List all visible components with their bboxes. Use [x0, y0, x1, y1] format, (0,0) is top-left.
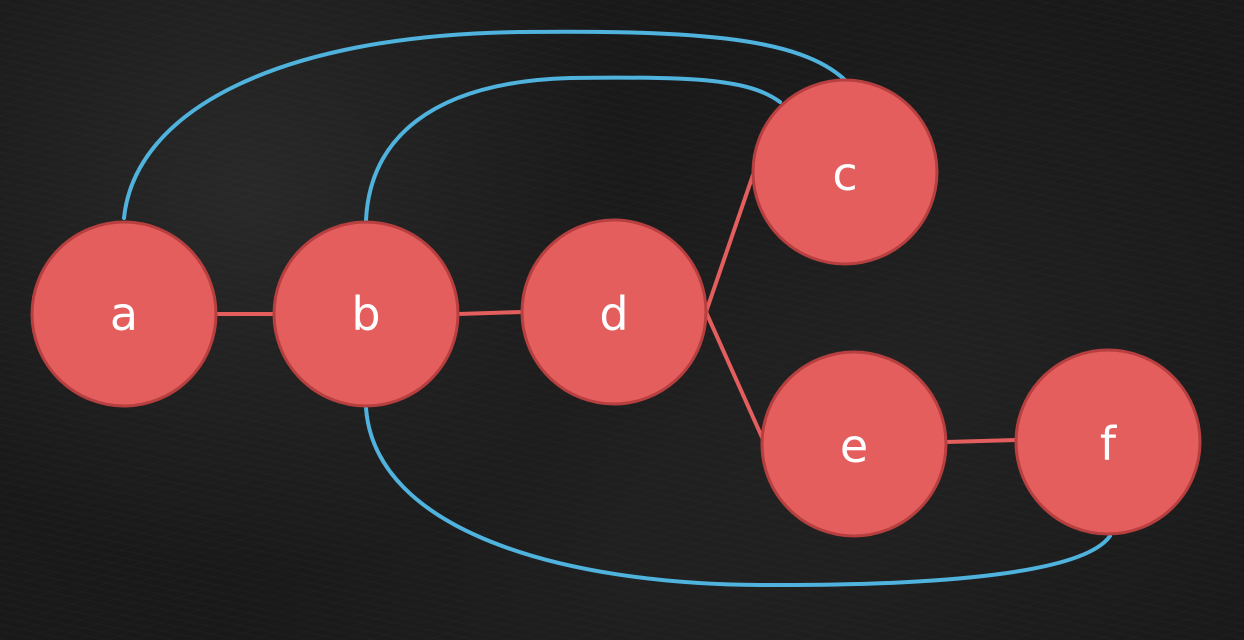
- node-b: b: [272, 220, 460, 408]
- node-c: c: [751, 78, 939, 266]
- node-f: f: [1014, 348, 1202, 536]
- node-d: d: [520, 218, 708, 406]
- node-c-circle: [751, 78, 939, 266]
- tree-edges-group: [214, 170, 1018, 446]
- edge-b-f: [364, 406, 1112, 588]
- node-e: e: [760, 350, 948, 538]
- node-b-label: b: [351, 287, 380, 341]
- edge-b-c: [364, 75, 782, 222]
- edge-b-d: [456, 310, 524, 316]
- edge-d-e: [704, 310, 767, 446]
- node-a: a: [30, 220, 218, 408]
- node-c-label: c: [832, 147, 857, 201]
- node-f-circle: [1014, 348, 1202, 536]
- edge-d-c: [704, 170, 756, 314]
- node-d-label: d: [599, 287, 628, 341]
- node-e-label: e: [840, 419, 868, 473]
- node-a-circle: [30, 220, 218, 408]
- node-d-circle: [520, 218, 708, 406]
- node-a-label: a: [110, 287, 138, 341]
- edge-e-f: [944, 438, 1018, 444]
- edge-a-c: [122, 29, 847, 220]
- node-f-label: f: [1100, 417, 1118, 471]
- nodes-group: a b d c e f: [30, 78, 1202, 538]
- node-b-circle: [272, 220, 460, 408]
- back-edges-group: [122, 29, 1112, 588]
- node-e-circle: [760, 350, 948, 538]
